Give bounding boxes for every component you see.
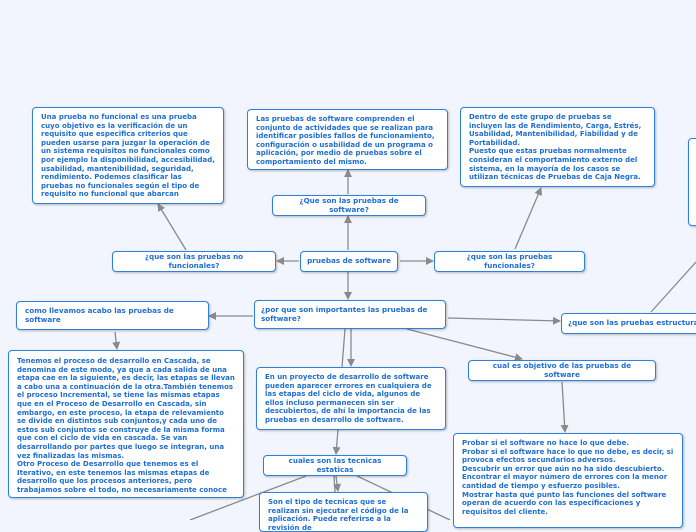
- connector: [650, 261, 696, 313]
- root-topic[interactable]: pruebas de software: [300, 251, 398, 272]
- topic-structural[interactable]: ¿que son las pruebas estructurales?: [561, 313, 696, 334]
- topic-objective[interactable]: cual es objetivo de las pruebas de softw…: [468, 360, 656, 381]
- connector: [189, 475, 307, 520]
- connector: [157, 203, 187, 251]
- connector: [447, 316, 561, 325]
- note-what-is[interactable]: Las pruebas de software comprenden el co…: [247, 109, 448, 170]
- topic-non-functional[interactable]: ¿que son las pruebas no funcionales?: [112, 251, 276, 272]
- connector: [341, 328, 346, 368]
- topic-what-is[interactable]: ¿Que son las pruebas de software?: [272, 195, 426, 216]
- connector: [333, 475, 342, 492]
- note-structural-partial[interactable]: [688, 138, 696, 226]
- note-objective[interactable]: Probar si el software no hace lo que deb…: [453, 433, 683, 528]
- note-static[interactable]: Son el tipo de tecnicas que se realizan …: [259, 492, 428, 532]
- topic-functional[interactable]: ¿que son las pruebas funcionales?: [434, 251, 585, 272]
- topic-static[interactable]: cuales son las tecnicas estaticas: [263, 455, 407, 476]
- connector: [560, 381, 569, 433]
- connector: [112, 331, 121, 350]
- connector: [514, 187, 542, 250]
- note-non-functional[interactable]: Una prueba no funcional es una prueba cu…: [32, 107, 224, 204]
- connector: [406, 328, 523, 362]
- connector: [332, 429, 341, 455]
- note-how[interactable]: Tenemos el proceso de desarrollo en Casc…: [8, 350, 244, 498]
- connector: [333, 475, 336, 493]
- topic-why-important[interactable]: ¿por que son importantes las pruebas de …: [254, 300, 446, 329]
- note-why-important[interactable]: En un proyecto de desarrollo de software…: [256, 367, 446, 430]
- topic-how[interactable]: como llevamos acabo las pruebas de softw…: [16, 301, 209, 330]
- note-functional[interactable]: Dentro de este grupo de pruebas se inclu…: [460, 107, 655, 187]
